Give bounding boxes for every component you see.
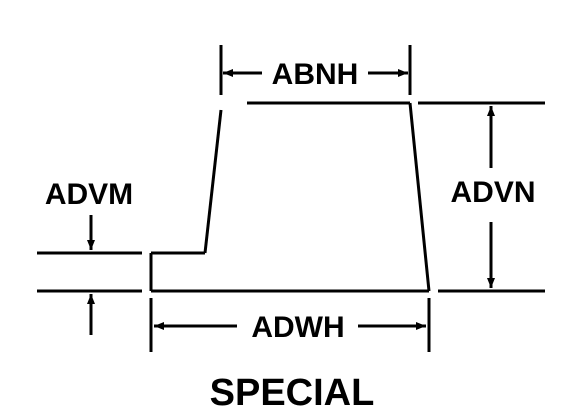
part-left-slanted-edge <box>203 109 223 254</box>
advn-label: ADVN <box>450 176 535 209</box>
part-right-slanted-edge <box>408 102 431 292</box>
diagram-title: SPECIAL <box>210 372 375 414</box>
advm-label: ADVM <box>45 178 133 211</box>
adwh-label: ADWH <box>251 311 344 344</box>
abnh-label: ABNH <box>272 58 359 91</box>
